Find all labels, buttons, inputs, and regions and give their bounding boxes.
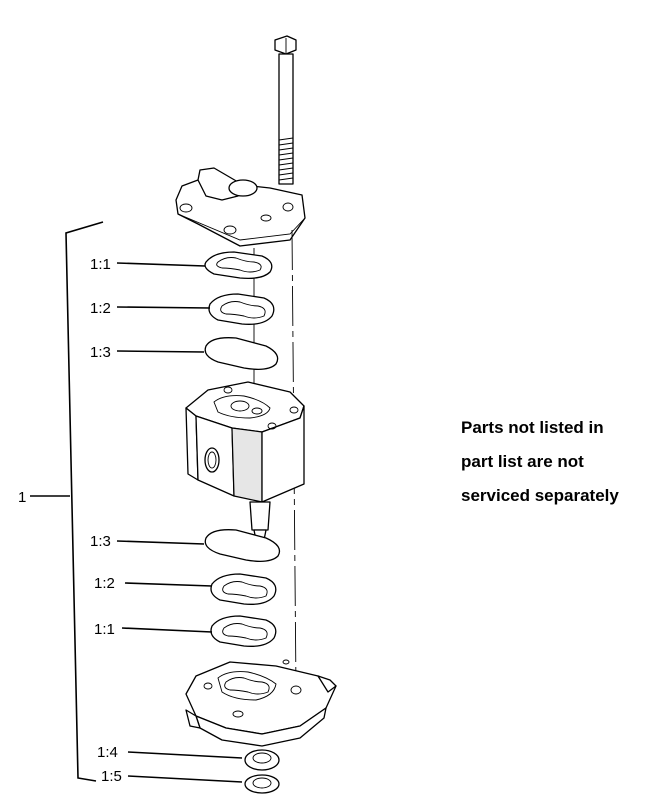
upper-gasket-1-2 (208, 293, 275, 325)
service-note-line-2: part list are not (461, 452, 584, 471)
upper-seal-ring-1-3 (204, 337, 279, 370)
leader-washer-1-4 (127, 751, 243, 759)
callout-lower-seal-1-3: 1:3 (90, 533, 111, 550)
callout-upper-gasket-1-2: 1:2 (90, 300, 111, 317)
lower-seal-ring-1-3 (204, 529, 281, 562)
pump-body (185, 381, 305, 541)
lower-gasket-1-2 (210, 573, 277, 605)
callout-lower-gasket-1-2: 1:2 (94, 575, 115, 592)
leader-lower-gasket-1-1 (121, 627, 213, 633)
upper-gasket-1-1 (204, 251, 273, 280)
callout-lower-gasket-1-1: 1:1 (94, 621, 115, 638)
callout-assembly: 1 (18, 489, 26, 506)
assembly-bracket (65, 221, 104, 782)
bolt (274, 35, 297, 185)
callout-upper-gasket-1-1: 1:1 (90, 256, 111, 273)
callout-washer-1-5: 1:5 (101, 768, 122, 785)
leader-lower-seal-1-3 (116, 540, 205, 545)
service-note-line-3: serviced separately (461, 486, 619, 505)
washer-1-4 (244, 749, 280, 771)
leader-upper-gasket-1-2 (116, 306, 211, 309)
leader-washer-1-5 (127, 775, 243, 783)
leader-upper-seal-1-3 (116, 350, 205, 353)
leader-upper-gasket-1-1 (116, 262, 206, 267)
service-note-line-1: Parts not listed in (461, 418, 604, 437)
bottom-flange (185, 659, 337, 747)
washer-1-5 (244, 774, 280, 794)
service-note: Parts not listed in part list are not se… (461, 402, 619, 521)
lower-gasket-1-1 (210, 615, 277, 647)
leader-lower-gasket-1-2 (124, 582, 213, 587)
callout-washer-1-4: 1:4 (97, 744, 118, 761)
callout-upper-seal-1-3: 1:3 (90, 344, 111, 361)
top-cover (175, 167, 306, 247)
